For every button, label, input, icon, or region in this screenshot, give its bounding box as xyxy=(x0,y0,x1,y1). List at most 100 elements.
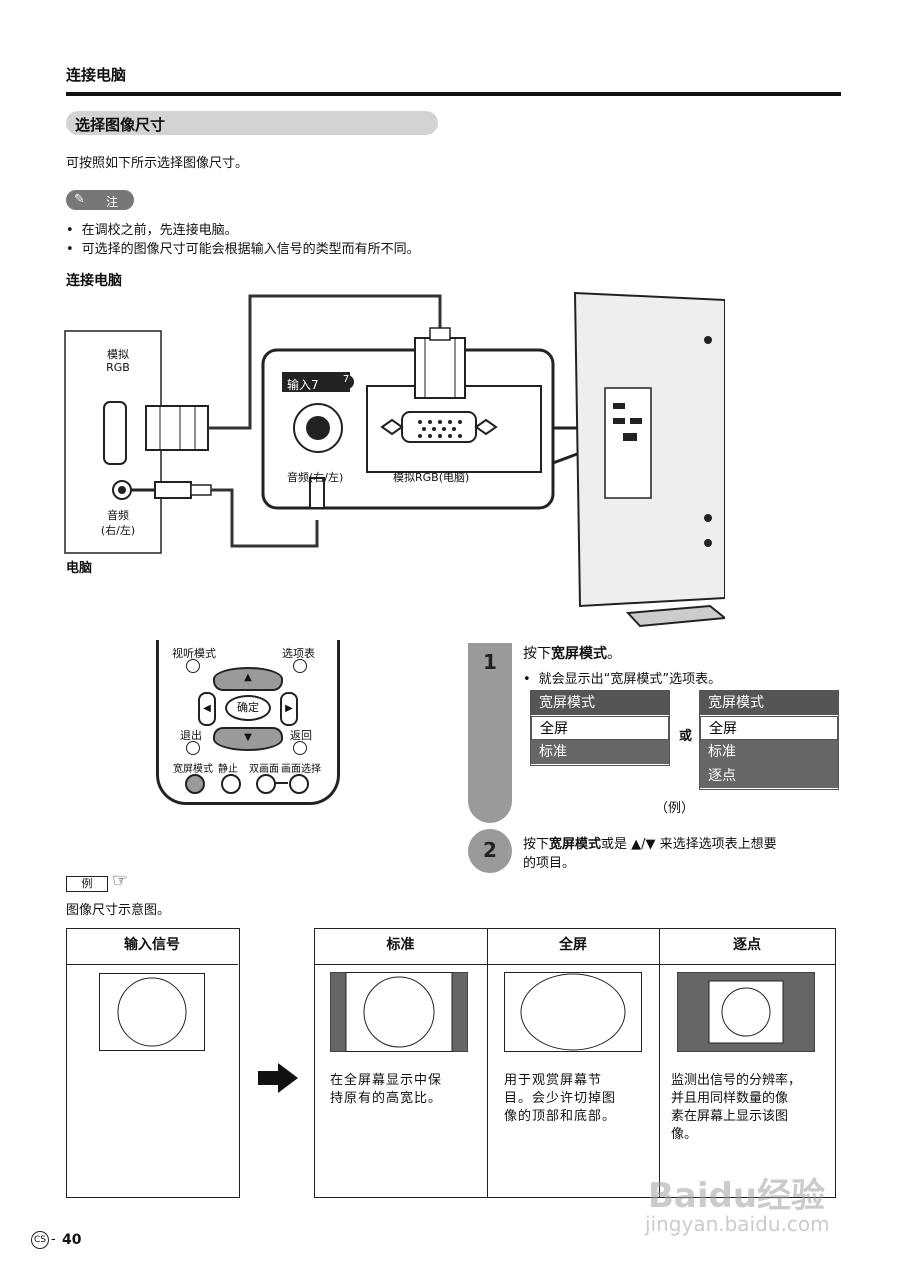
full-mode-image xyxy=(504,972,642,1052)
header-rule xyxy=(66,92,841,96)
remote-control xyxy=(156,640,340,805)
down-arrow-icon: ▼ xyxy=(244,732,252,743)
back-button[interactable] xyxy=(293,741,307,755)
col-divider xyxy=(659,928,660,1198)
step2-bold: 宽屏模式 xyxy=(549,837,602,852)
back-label: 返回 xyxy=(290,729,312,742)
example-tag: 例 xyxy=(66,876,108,892)
step1-post: 。 xyxy=(607,646,621,662)
step2-mid: 或是 ▲/▼ 来选择选项表上想要 xyxy=(601,837,777,852)
language-badge: CS xyxy=(31,1231,49,1249)
page-number: 40 xyxy=(62,1232,82,1248)
desc-line: 像的顶部和底部。 xyxy=(504,1109,617,1124)
pip-button[interactable] xyxy=(289,774,309,794)
note-label: 注 xyxy=(106,195,119,209)
note-item: 可选择的图像尺寸可能会根据输入信号的类型而有所不同。 xyxy=(66,238,420,257)
or-label: 或 xyxy=(679,729,693,744)
dual-button[interactable] xyxy=(256,774,276,794)
desc-line: 持原有的高宽比。 xyxy=(330,1091,443,1106)
menu-left-item[interactable]: 标准 xyxy=(531,740,669,764)
header-divider xyxy=(314,964,836,965)
input-signal-header: 输入信号 xyxy=(66,928,238,965)
menu-right: 宽屏模式 全屏 标准 逐点 xyxy=(699,690,839,790)
dotbydot-desc: 监测出信号的分辨率， 并且用同样数量的像 素在屏幕上显示该图 像。 xyxy=(671,1072,801,1144)
up-button[interactable]: ▲ xyxy=(213,667,283,691)
wide-mode-button[interactable] xyxy=(185,774,205,794)
step1-bold: 宽屏模式 xyxy=(551,646,607,662)
connect-heading: 连接电脑 xyxy=(66,273,122,289)
right-arrow-icon xyxy=(258,1063,298,1093)
menu-right-item[interactable]: 全屏 xyxy=(700,716,838,740)
modes-table xyxy=(314,928,836,1198)
pc-rgb-label-line1: 模拟 xyxy=(107,348,129,361)
page-dash: - xyxy=(51,1232,56,1247)
input-signal-panel xyxy=(66,928,240,1198)
note-item: 在调校之前，先连接电脑。 xyxy=(66,219,238,238)
desc-line: 目。会少许切掉图 xyxy=(504,1091,617,1106)
left-arrow-icon: ◀ xyxy=(203,703,211,714)
option-label: 选项表 xyxy=(282,647,315,660)
desc-line: 像。 xyxy=(671,1127,698,1142)
col-header-dotbydot: 逐点 xyxy=(733,937,761,953)
right-button[interactable]: ▶ xyxy=(280,692,298,726)
step2-pre: 按下 xyxy=(523,837,550,852)
menu-right-item[interactable]: 逐点 xyxy=(700,764,838,788)
input-label: 输入7 xyxy=(287,378,319,392)
note-badge: ✎ 注 xyxy=(66,190,134,210)
connection-diagram xyxy=(64,291,725,628)
dotbydot-mode-image xyxy=(677,972,815,1052)
menu-left-item[interactable]: 全屏 xyxy=(531,716,669,740)
menu-left-title: 宽屏模式 xyxy=(531,691,669,715)
section-heading: 连接电脑 xyxy=(66,66,127,84)
mute-label: 静止 xyxy=(218,764,238,775)
pc-audio-label-line2: (右/左) xyxy=(100,524,136,537)
step1-pre: 按下 xyxy=(523,646,551,662)
input-number-badge: 7 xyxy=(342,374,350,385)
step2-text: 按下宽屏模式或是 ▲/▼ 来选择选项表上想要 xyxy=(523,833,777,852)
pill-heading: 选择图像尺寸 xyxy=(75,116,166,134)
normal-desc: 在全屏幕显示中保 持原有的高宽比。 xyxy=(330,1072,442,1108)
step1-bar xyxy=(468,643,512,823)
pc-audio-label-line1: 音频 xyxy=(107,509,129,522)
pointing-hand-icon: ☞ xyxy=(112,870,129,891)
wide-mode-label: 宽屏模式 xyxy=(173,764,213,775)
desc-line: 用于观赏屏幕节 xyxy=(504,1073,603,1088)
intro-text: 可按照如下所示选择图像尺寸。 xyxy=(66,156,249,171)
dual-label: 双画面 xyxy=(249,764,279,775)
example-caption: 图像尺寸示意图。 xyxy=(66,903,171,918)
example-label: （例） xyxy=(655,801,695,816)
step1-sub: 就会显示出“宽屏模式”选项表。 xyxy=(523,668,721,687)
audio-port-label: 音频(右/左) xyxy=(287,471,344,484)
col-divider xyxy=(487,928,488,1198)
option-button[interactable] xyxy=(293,659,307,673)
step2-bar xyxy=(468,829,512,873)
desc-line: 素在屏幕上显示该图 xyxy=(671,1109,789,1124)
pc-rgb-label-line2: RGB xyxy=(106,361,130,374)
step1-number: 1 xyxy=(483,650,497,674)
exit-button[interactable] xyxy=(186,741,200,755)
menu-right-title: 宽屏模式 xyxy=(700,691,838,715)
connector-line xyxy=(274,782,288,784)
pencil-icon: ✎ xyxy=(74,192,85,207)
subsection-pill: 选择图像尺寸 xyxy=(66,111,438,135)
pip-label: 画面选择 xyxy=(281,764,321,775)
desc-line: 监测出信号的分辨率， xyxy=(671,1073,802,1088)
step2-number: 2 xyxy=(483,838,497,862)
right-arrow-icon: ▶ xyxy=(285,703,293,714)
col-header-normal: 标准 xyxy=(386,937,415,953)
rgb-port-label: 模拟RGB(电脑) xyxy=(393,471,470,484)
watermark-brand: Baidu经验 xyxy=(648,1176,826,1216)
col-header-full: 全屏 xyxy=(559,937,587,953)
mute-button[interactable] xyxy=(221,774,241,794)
down-button[interactable]: ▼ xyxy=(213,727,283,751)
watermark-url: jingyan.baidu.com xyxy=(645,1212,830,1236)
desc-line: 在全屏幕显示中保 xyxy=(330,1073,443,1088)
av-mode-label: 视听模式 xyxy=(172,647,216,660)
full-desc: 用于观赏屏幕节 目。会少许切掉图 像的顶部和底部。 xyxy=(504,1072,616,1126)
left-button[interactable]: ◀ xyxy=(198,692,216,726)
ok-button[interactable]: 确定 xyxy=(225,695,271,721)
up-arrow-icon: ▲ xyxy=(244,672,252,683)
menu-right-item[interactable]: 标准 xyxy=(700,740,838,764)
av-mode-button[interactable] xyxy=(186,659,200,673)
normal-mode-image xyxy=(330,972,468,1052)
